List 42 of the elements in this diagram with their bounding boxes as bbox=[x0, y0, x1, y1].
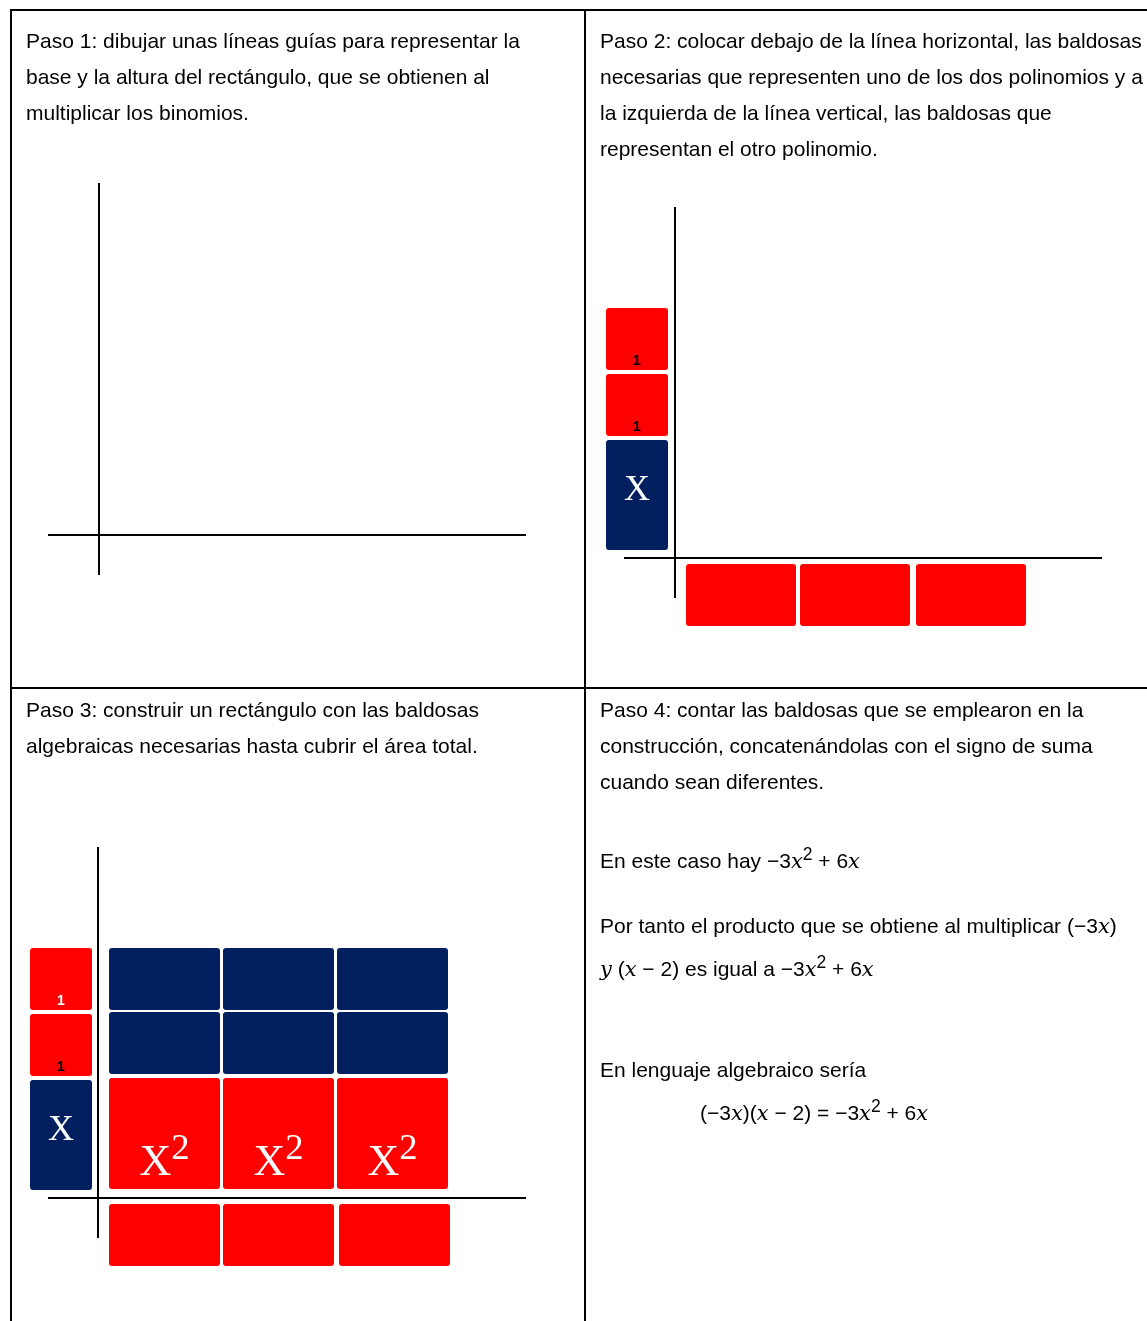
tile-label: X$^{2}$ bbox=[366, 1125, 419, 1186]
step-instruction: Paso 2: colocar debajo de la línea horizontal, las baldosas necesarias que representen uno de los dos polinomios y a la izquierda de la línea vertical, las baldosas que representan el otro polinomio. bbox=[600, 28, 1144, 162]
explanation-text: (−3𝑥)(𝑥 − 2) = −3𝑥$^{2}$ + 6𝑥 bbox=[700, 1095, 930, 1126]
step-instruction: Paso 3: construir un rectángulo con las baldosas algebraicas necesarias hasta cubrir el área total. bbox=[26, 697, 480, 759]
step-instruction: Paso 4: contar las baldosas que se emplearon en la construcción, concatenándolas con el signo de suma cuando sean diferentes. bbox=[600, 697, 1094, 795]
algebra-tile bbox=[337, 1012, 448, 1074]
tile-label: X bbox=[623, 468, 651, 508]
algebra-tile bbox=[606, 440, 668, 550]
algebra-tile bbox=[109, 1204, 220, 1266]
tile-label: 1 bbox=[56, 1058, 66, 1074]
algebra-tile bbox=[606, 374, 668, 436]
algebra-tile bbox=[916, 564, 1026, 626]
algebra-tile bbox=[109, 1078, 220, 1189]
algebra-tile bbox=[337, 948, 448, 1010]
algebra-tile bbox=[606, 308, 668, 370]
table-cell bbox=[10, 9, 587, 690]
algebra-tile bbox=[223, 948, 334, 1010]
algebra-tile bbox=[30, 1014, 92, 1076]
algebra-tile bbox=[109, 1012, 220, 1074]
algebra-tile bbox=[686, 564, 796, 626]
table-cell bbox=[10, 687, 587, 1321]
algebra-tile bbox=[337, 1078, 448, 1189]
algebra-tile bbox=[109, 948, 220, 1010]
tile-label: X bbox=[47, 1108, 75, 1148]
table-cell bbox=[584, 9, 1147, 690]
algebra-tile bbox=[800, 564, 910, 626]
algebra-tile bbox=[30, 1080, 92, 1190]
tile-label: 1 bbox=[56, 992, 66, 1008]
table-cell bbox=[584, 687, 1147, 1321]
step-instruction: Paso 1: dibujar unas líneas guías para representar la base y la altura del rectángulo, que se obtienen al multiplicar los binomios. bbox=[26, 28, 521, 126]
tile-label: X$^{2}$ bbox=[252, 1125, 305, 1186]
tile-label: 1 bbox=[632, 352, 642, 368]
algebra-tile bbox=[339, 1204, 450, 1266]
explanation-text: En este caso hay −3𝑥$^{2}$ + 6𝑥 bbox=[600, 843, 861, 874]
algebra-tile bbox=[30, 948, 92, 1010]
explanation-text: Por tanto el producto que se obtiene al multiplicar (−3𝑥) 𝑦 (𝑥 − 2) es igual a −3𝑥$^{2}$ + 6𝑥 bbox=[600, 913, 1118, 982]
explanation-text: En lenguaje algebraico sería bbox=[600, 1057, 868, 1083]
tile-label: 1 bbox=[632, 418, 642, 434]
algebra-tile bbox=[223, 1078, 334, 1189]
algebra-tile bbox=[223, 1012, 334, 1074]
tile-label: X$^{2}$ bbox=[138, 1125, 191, 1186]
algebra-tile bbox=[223, 1204, 334, 1266]
